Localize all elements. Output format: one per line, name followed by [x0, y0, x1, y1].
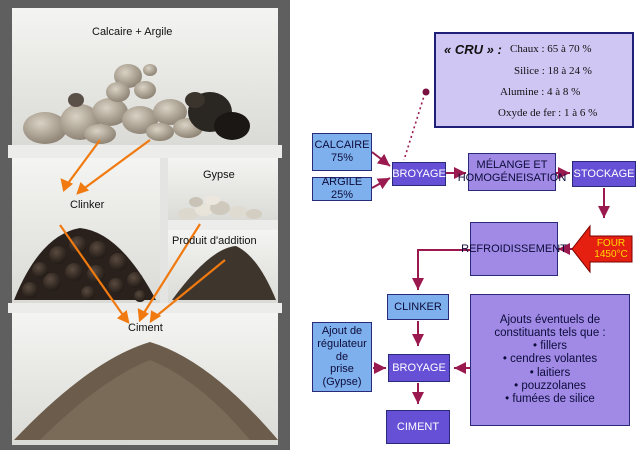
mixing-box: MÉLANGE ET HOMOGÉNEISATION — [458, 153, 566, 191]
photo-arrows — [59, 139, 226, 324]
limestone-label: CALCAIRE — [314, 139, 370, 152]
clinker-pile — [14, 228, 156, 302]
label-gypsum: Gypse — [203, 169, 235, 181]
cement-box: CIMENT — [386, 410, 450, 444]
addition-product-pile — [172, 246, 276, 300]
limestone-percent: 75% — [330, 152, 354, 164]
grinding-box-2: BROYAGE — [388, 354, 450, 382]
mixing-label-1: MÉLANGE ET — [476, 159, 548, 172]
set-regulator-line-4: (Gypse) — [322, 375, 362, 388]
additions-item-fly-ash: • cendres volantes — [502, 353, 598, 366]
grinding-label-2: BROYAGE — [392, 361, 446, 374]
raw-mix-box: « CRU » : Chaux : 65 à 70 % Silice : 18 … — [434, 32, 634, 128]
kiln-label: FOUR — [596, 237, 626, 249]
kiln-arrow-shape — [571, 224, 633, 274]
materials-photo: Calcaire + Argile Clinker Gypse Produit … — [0, 0, 290, 450]
gypsum-pile — [178, 195, 262, 220]
additions-box: Ajouts éventuels de constituants tels qu… — [470, 294, 630, 426]
clinker-box: CLINKER — [387, 294, 449, 320]
additions-item-fillers: • fillers — [532, 340, 568, 353]
raw-mix-line-4: Oxyde de fer : 1 à 6 % — [498, 107, 598, 119]
cooling-box: REFROIDISSEMENT — [461, 222, 567, 276]
kiln-box: FOUR 1450°C — [590, 236, 632, 262]
additions-item-pozzolans: • pouzzolanes — [514, 379, 586, 392]
set-regulator-line-2: régulateur de — [317, 338, 367, 363]
label-cement: Ciment — [128, 322, 163, 334]
cement-box-label: CIMENT — [396, 420, 440, 433]
set-regulator-line-1: Ajout de — [321, 325, 363, 338]
raw-mix-line-3: Alumine : 4 à 8 % — [500, 86, 581, 98]
limestone-box: CALCAIRE 75% — [312, 133, 372, 171]
limestone-clay-rocks — [23, 64, 250, 144]
set-regulator-box: Ajout de régulateur de prise (Gypse) — [312, 322, 372, 392]
label-addition-product: Produit d'addition — [172, 235, 257, 247]
storage-box: STOCKAGE — [572, 161, 636, 187]
clay-label: ARGILE 25% — [321, 176, 363, 201]
raw-mix-line-1: Chaux : 65 à 70 % — [510, 43, 592, 55]
grinding-label-1: BROYAGE — [392, 167, 446, 180]
additions-item-silica-fume: • fumées de silice — [505, 393, 595, 406]
label-clinker: Clinker — [70, 199, 105, 211]
kiln-temperature: 1450°C — [594, 249, 628, 260]
additions-line-2: constituants tels que : — [494, 326, 606, 339]
storage-label: STOCKAGE — [573, 167, 635, 180]
label-limestone-clay: Calcaire + Argile — [92, 26, 173, 38]
set-regulator-line-3: prise — [330, 363, 354, 376]
raw-mix-title: « CRU » : — [444, 42, 502, 57]
shelf-illustration — [0, 0, 290, 450]
grinding-box-1: BROYAGE — [392, 162, 446, 186]
raw-mix-line-2: Silice : 18 à 24 % — [514, 65, 592, 77]
additions-line-1: Ajouts éventuels de — [499, 313, 601, 326]
clay-box: ARGILE 25% — [312, 176, 372, 201]
additions-item-slag: • laitiers — [529, 366, 571, 379]
mixing-label-2: HOMOGÉNEISATION — [457, 172, 567, 184]
clinker-box-label: CLINKER — [394, 300, 442, 313]
cooling-label: REFROIDISSEMENT — [461, 242, 567, 255]
